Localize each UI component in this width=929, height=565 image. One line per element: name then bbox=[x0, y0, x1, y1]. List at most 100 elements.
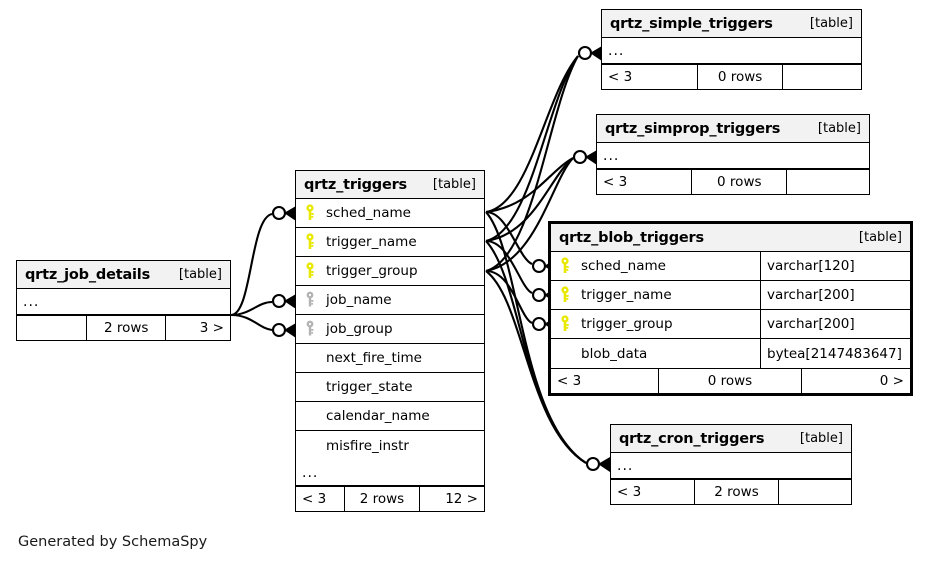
table-title: qrtz_cron_triggers bbox=[619, 430, 765, 447]
table-type-tag: [table] bbox=[178, 267, 222, 282]
cardinality-circle bbox=[271, 322, 287, 338]
table-footer: < 3 2 rows bbox=[611, 479, 851, 504]
generator-credit: Generated by SchemaSpy bbox=[18, 534, 208, 550]
primary-key-icon bbox=[304, 233, 326, 251]
footer-prev-count[interactable]: < 3 bbox=[597, 170, 693, 194]
table-row[interactable]: trigger_name bbox=[296, 228, 484, 257]
cardinality-circle bbox=[585, 456, 601, 472]
footer-next-count[interactable] bbox=[787, 170, 869, 194]
table-header: qrtz_simprop_triggers [table] bbox=[597, 115, 869, 143]
table-row[interactable]: sched_name bbox=[296, 199, 484, 228]
table-row[interactable]: trigger_group varchar[200] bbox=[551, 310, 910, 339]
table-qrtz-triggers[interactable]: qrtz_triggers [table] sched_name trigger… bbox=[295, 170, 485, 512]
table-title: qrtz_blob_triggers bbox=[559, 229, 704, 246]
footer-row-count: 0 rows bbox=[698, 65, 784, 89]
column-name: blob_data bbox=[581, 345, 648, 362]
column-name: sched_name bbox=[581, 258, 666, 274]
column-name: next_fire_time bbox=[326, 350, 422, 366]
footer-next-count[interactable]: 12 > bbox=[445, 491, 478, 507]
table-row[interactable]: trigger_state bbox=[296, 373, 484, 402]
footer-next-count[interactable] bbox=[779, 480, 851, 504]
table-row[interactable]: calendar_name bbox=[296, 402, 484, 431]
column-name: misfire_instr bbox=[326, 437, 409, 454]
cardinality-circle bbox=[531, 258, 547, 274]
primary-key-icon bbox=[304, 204, 326, 222]
table-qrtz-simprop-triggers[interactable]: qrtz_simprop_triggers [table] ... < 3 0 … bbox=[596, 114, 870, 195]
table-title: qrtz_simprop_triggers bbox=[605, 120, 781, 137]
crowsfoot-arrow bbox=[598, 457, 610, 472]
edge-triggers-simple-a bbox=[485, 55, 579, 214]
table-footer: < 3 0 rows bbox=[602, 64, 861, 89]
column-type: bytea[2147483647] bbox=[760, 339, 910, 368]
edge-triggers-blob-group bbox=[485, 269, 533, 324]
footer-next-count[interactable] bbox=[783, 65, 861, 89]
table-header: qrtz_triggers [table] bbox=[296, 171, 484, 199]
table-row[interactable]: misfire_instr bbox=[296, 431, 484, 460]
footer-row-count: 2 rows bbox=[345, 487, 421, 511]
edge-triggers-simprop-a bbox=[485, 157, 574, 214]
column-name: trigger_group bbox=[326, 263, 418, 279]
footer-row-count: 2 rows bbox=[87, 316, 167, 340]
table-row[interactable]: blob_data bytea[2147483647] bbox=[551, 339, 910, 368]
footer-prev-count[interactable]: < 3 bbox=[611, 480, 695, 504]
footer-prev-count[interactable] bbox=[17, 316, 88, 340]
edge-jobdetails-schedname bbox=[230, 212, 273, 317]
table-header: qrtz_simple_triggers [table] bbox=[602, 10, 861, 38]
collapsed-columns-ellipsis: ... bbox=[611, 453, 851, 479]
table-header: qrtz_blob_triggers [table] bbox=[551, 224, 910, 252]
column-name: trigger_name bbox=[326, 234, 417, 250]
column-type: varchar[200] bbox=[760, 281, 910, 309]
cardinality-circle bbox=[577, 45, 593, 61]
table-qrtz-simple-triggers[interactable]: qrtz_simple_triggers [table] ... < 3 0 r… bbox=[601, 9, 862, 90]
table-type-tag: [table] bbox=[858, 230, 902, 245]
column-name: trigger_name bbox=[581, 287, 672, 303]
footer-prev-count[interactable]: < 3 bbox=[602, 65, 698, 89]
table-row[interactable]: next_fire_time bbox=[296, 344, 484, 373]
footer-prev-count[interactable]: < 3 bbox=[296, 487, 345, 511]
column-name: job_name bbox=[326, 292, 392, 308]
footer-next-count[interactable]: 3 > bbox=[199, 320, 224, 336]
column-name: sched_name bbox=[326, 205, 411, 221]
collapsed-columns-ellipsis: ... bbox=[597, 143, 869, 169]
more-columns-ellipsis: ... bbox=[296, 460, 484, 486]
table-row[interactable]: trigger_name varchar[200] bbox=[551, 281, 910, 310]
cardinality-circle bbox=[572, 149, 588, 165]
cardinality-circle bbox=[271, 293, 287, 309]
footer-next-count[interactable]: 0 > bbox=[879, 373, 904, 389]
table-qrtz-cron-triggers[interactable]: qrtz_cron_triggers [table] ... < 3 2 row… bbox=[610, 424, 852, 505]
primary-key-icon bbox=[559, 257, 581, 275]
table-row[interactable]: sched_name varchar[120] bbox=[551, 252, 910, 281]
column-name: job_group bbox=[326, 321, 393, 337]
footer-prev-count[interactable]: < 3 bbox=[551, 369, 659, 393]
table-type-tag: [table] bbox=[809, 16, 853, 31]
table-footer: < 3 0 rows 0 > bbox=[551, 368, 910, 393]
table-title: qrtz_job_details bbox=[25, 266, 151, 283]
edge-triggers-blob-name bbox=[485, 239, 533, 294]
edge-jobdetails-jobgroup bbox=[230, 313, 273, 332]
table-qrtz-blob-triggers[interactable]: qrtz_blob_triggers [table] sched_name va… bbox=[548, 221, 913, 396]
column-type: varchar[120] bbox=[760, 252, 910, 280]
table-footer: < 3 0 rows bbox=[597, 169, 869, 194]
table-qrtz-job-details[interactable]: qrtz_job_details [table] ... 2 rows 3 > bbox=[16, 260, 231, 341]
column-type: varchar[200] bbox=[760, 310, 910, 338]
table-header: qrtz_cron_triggers [table] bbox=[611, 425, 851, 453]
column-name: trigger_group bbox=[581, 316, 673, 332]
table-footer: < 3 2 rows 12 > bbox=[296, 486, 484, 511]
table-type-tag: [table] bbox=[817, 121, 861, 136]
edge-triggers-simple-b bbox=[485, 55, 579, 243]
table-footer: 2 rows 3 > bbox=[17, 315, 230, 340]
primary-key-icon bbox=[559, 315, 581, 333]
foreign-key-icon bbox=[304, 291, 326, 309]
column-list: sched_name varchar[120] trigger_name var… bbox=[551, 252, 910, 368]
table-row[interactable]: job_group bbox=[296, 315, 484, 344]
footer-row-count: 0 rows bbox=[692, 170, 788, 194]
foreign-key-icon bbox=[304, 320, 326, 338]
footer-row-count: 2 rows bbox=[695, 480, 779, 504]
table-header: qrtz_job_details [table] bbox=[17, 261, 230, 289]
table-row[interactable]: trigger_group bbox=[296, 257, 484, 286]
edge-jobdetails-jobname bbox=[230, 300, 273, 317]
table-row[interactable]: job_name bbox=[296, 286, 484, 315]
cardinality-circle bbox=[531, 287, 547, 303]
collapsed-columns-ellipsis: ... bbox=[602, 38, 861, 64]
